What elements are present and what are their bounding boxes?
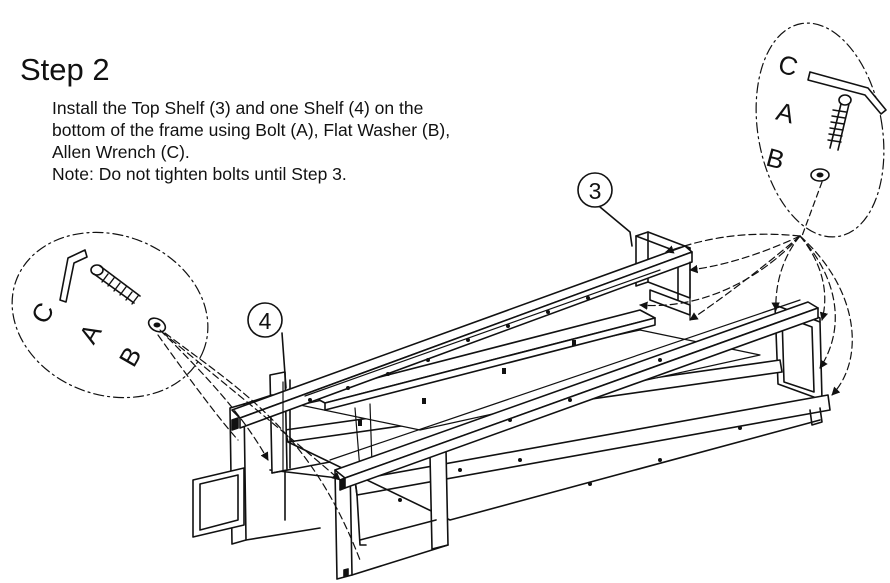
label-right-c: C bbox=[775, 49, 801, 83]
frame-base bbox=[269, 394, 831, 546]
label-right-a: A bbox=[773, 96, 798, 130]
callout-4-label: 4 bbox=[259, 308, 272, 334]
instruction-note: Note: Do not tighten bolts until Step 3. bbox=[52, 164, 347, 184]
callout-shelf: 4 bbox=[247, 302, 287, 389]
label-left-c: C bbox=[25, 297, 60, 328]
hardware-detail-left: C A B bbox=[11, 231, 209, 399]
long-rail-front bbox=[334, 301, 819, 489]
instruction-line-1: Install the Top Shelf (3) and one Shelf … bbox=[52, 98, 424, 118]
inner-rails bbox=[282, 261, 801, 471]
callout-top-shelf: 3 bbox=[577, 172, 633, 247]
bolt-icon-left bbox=[90, 264, 141, 305]
leader-lines-right bbox=[639, 233, 853, 396]
callout-3-label: 3 bbox=[589, 178, 602, 204]
allen-wrench-icon bbox=[807, 71, 887, 115]
step-title: Step 2 bbox=[20, 52, 110, 87]
hardware-detail-right: C A B bbox=[755, 22, 887, 238]
bolt-marks bbox=[308, 296, 742, 502]
leader-lines-left bbox=[157, 329, 361, 561]
instruction-line-3: Allen Wrench (C). bbox=[52, 142, 190, 162]
label-left-a: A bbox=[73, 318, 108, 349]
allen-wrench-icon-left bbox=[59, 249, 88, 303]
instruction-line-2: bottom of the frame using Bolt (A), Flat… bbox=[52, 120, 451, 140]
label-left-b: B bbox=[113, 342, 148, 372]
bolt-icon bbox=[827, 94, 852, 151]
label-right-b: B bbox=[763, 142, 788, 175]
instruction-text: Install the Top Shelf (3) and one Shelf … bbox=[52, 97, 450, 185]
